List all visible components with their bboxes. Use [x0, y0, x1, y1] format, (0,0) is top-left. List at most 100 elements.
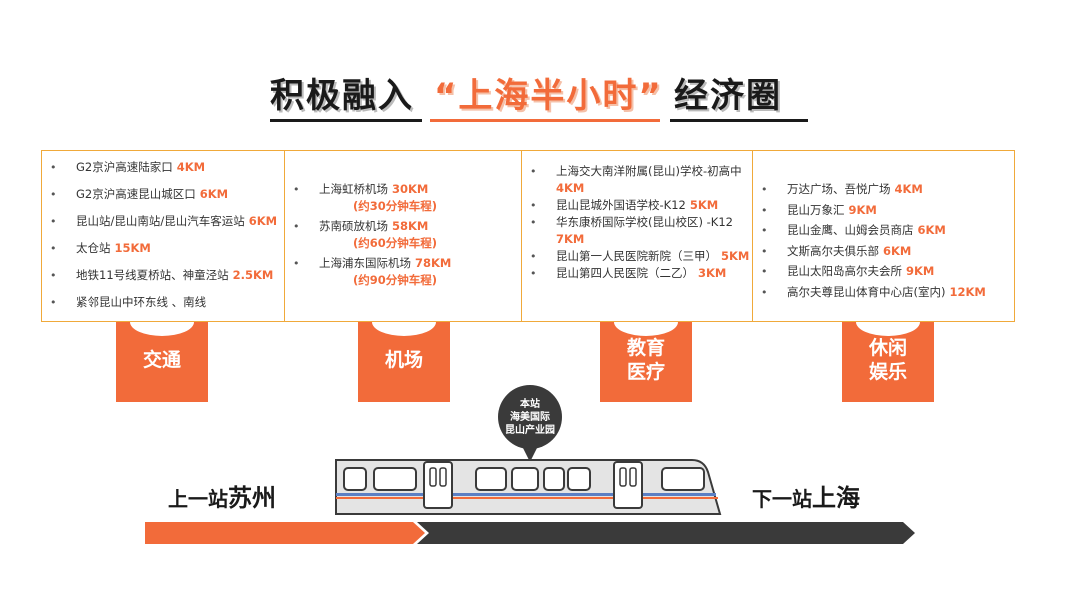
item-distance: 9KM	[906, 264, 935, 278]
education-medical-list: 上海交大南洋附属(昆山)学校-初高中4KM昆山昆城外国语学校-K125KM华东康…	[522, 151, 752, 282]
item-text: 苏南硕放机场	[319, 219, 388, 233]
list-item-note: (约90分钟车程)	[285, 272, 521, 289]
item-distance: 7KM	[556, 232, 585, 246]
list-item: 上海虹桥机场 30KM	[285, 181, 521, 198]
list-item-note: (约60分钟车程)	[285, 235, 521, 252]
item-distance: 6KM	[248, 214, 278, 228]
item-distance: 2.5KM	[232, 268, 274, 282]
title-part-3: 经济圈	[674, 76, 782, 116]
column-airport: 上海虹桥机场 30KM (约30分钟车程) 苏南硕放机场 58KM (约60分钟车程) 上海…	[284, 151, 521, 321]
list-item: 华东康桥国际学校(昆山校区) -K12	[522, 214, 752, 231]
prev-station: 上一站苏州	[168, 478, 276, 513]
item-distance: 4KM	[894, 182, 923, 196]
item-travel-time: (约90分钟车程)	[353, 273, 438, 287]
column-education-medical: 上海交大南洋附属(昆山)学校-初高中4KM昆山昆城外国语学校-K125KM华东康…	[521, 151, 752, 321]
list-item: 紧邻昆山中环东线 、南线	[42, 294, 284, 311]
prev-station-prefix: 上一站	[168, 487, 228, 511]
pin-line-2: 海美国际	[510, 412, 550, 423]
item-text: 昆山太阳岛高尔夫会所	[787, 264, 902, 278]
item-text: 昆山第四人民医院（二乙）	[556, 266, 694, 280]
item-text: 昆山站/昆山南站/昆山汽车客运站	[76, 214, 245, 228]
item-distance: 9KM	[848, 202, 877, 217]
page-title: 积极融入 “上海半小时” 经济圈	[270, 76, 810, 122]
item-distance: 6KM	[883, 243, 912, 258]
item-text: 高尔夫尊昆山体育中心店(室内)	[787, 284, 946, 299]
list-item: 上海浦东国际机场 78KM	[285, 255, 521, 272]
next-station-name: 上海	[812, 484, 860, 512]
next-station-prefix: 下一站	[752, 487, 812, 511]
list-item: 昆山第四人民医院（二乙） 3KM	[522, 265, 752, 282]
tab-transport: 交通	[116, 322, 208, 402]
list-item: 上海交大南洋附属(昆山)学校-初高中	[522, 163, 752, 180]
tab-medical-label: 医疗	[626, 361, 665, 383]
airport-list: 上海虹桥机场 30KM (约30分钟车程) 苏南硕放机场 58KM (约60分钟车程) 上海…	[285, 151, 521, 289]
tab-education-medical: 教育 医疗	[600, 322, 692, 402]
item-text: 上海交大南洋附属(昆山)学校-初高中	[556, 164, 742, 178]
tab-education-label: 教育	[626, 337, 665, 359]
item-distance: 15KM	[114, 241, 151, 255]
list-item: 昆山太阳岛高尔夫会所 9KM	[753, 263, 1014, 280]
leisure-list: 万达广场、吾悦广场4KM昆山万象汇9KM昆山金鹰、山姆会员商店6KM文斯高尔夫俱…	[753, 151, 1014, 301]
next-station: 下一站上海	[752, 478, 860, 513]
tab-leisure: 休闲 娱乐	[842, 322, 934, 402]
pin-line-3: 昆山产业园	[505, 425, 555, 436]
item-distance: 58KM	[392, 219, 429, 233]
info-panel: G2京沪高速陆家口4KMG2京沪高速昆山城区口6KM昆山站/昆山南站/昆山汽车客…	[41, 150, 1015, 322]
item-travel-time: (约30分钟车程)	[353, 199, 438, 213]
item-text: 文斯高尔夫俱乐部	[787, 243, 879, 258]
item-distance: 30KM	[392, 182, 429, 196]
list-item-note: (约30分钟车程)	[285, 198, 521, 215]
item-distance: 4KM	[176, 160, 206, 174]
list-item: 苏南硕放机场 58KM	[285, 218, 521, 235]
tab-transport-label: 交通	[142, 349, 181, 371]
item-text: G2京沪高速陆家口	[76, 160, 173, 174]
item-distance: 3KM	[698, 266, 727, 280]
title-part-2: “上海半小时”	[434, 76, 663, 116]
tab-leisure-label: 休闲	[868, 337, 907, 359]
list-item: 文斯高尔夫俱乐部 6KM	[753, 243, 1014, 260]
pin-line-1: 本站	[520, 399, 540, 410]
item-distance: 6KM	[917, 223, 946, 237]
list-item: 昆山第一人民医院新院（三甲） 5KM	[522, 248, 752, 265]
title-part-1: 积极融入	[270, 76, 414, 116]
item-distance: 5KM	[689, 198, 719, 212]
location-pin-icon: 本站 海美国际 昆山产业园	[497, 384, 563, 462]
item-text: 昆山万象汇	[787, 202, 845, 217]
train-icon	[332, 452, 722, 522]
item-text: G2京沪高速昆山城区口	[76, 187, 196, 201]
tab-entertainment-label: 娱乐	[868, 361, 907, 383]
item-text: 万达广场、吾悦广场	[787, 182, 891, 196]
item-text: 地铁11号线夏桥站、神童泾站	[76, 268, 229, 282]
item-text: 上海虹桥机场	[319, 182, 388, 196]
tab-airport-label: 机场	[384, 349, 423, 371]
item-text: 昆山昆城外国语学校-K12	[556, 198, 686, 212]
item-distance: 12KM	[949, 284, 986, 299]
item-text: 昆山第一人民医院新院（三甲）	[556, 249, 717, 263]
list-item-continuation: 7KM	[522, 231, 752, 248]
item-text: 紧邻昆山中环东线 、南线	[76, 295, 207, 309]
track-arrow-icon	[145, 522, 915, 544]
item-distance: 6KM	[199, 187, 229, 201]
item-text: 太仓站	[76, 241, 111, 255]
item-text: 华东康桥国际学校(昆山校区) -K12	[556, 215, 733, 229]
item-text: 昆山金鹰、山姆会员商店	[787, 223, 914, 237]
item-text: 上海浦东国际机场	[319, 256, 411, 270]
column-transport: G2京沪高速陆家口4KMG2京沪高速昆山城区口6KM昆山站/昆山南站/昆山汽车客…	[42, 151, 284, 321]
column-leisure: 万达广场、吾悦广场4KM昆山万象汇9KM昆山金鹰、山姆会员商店6KM文斯高尔夫俱…	[752, 151, 1014, 321]
list-item: 高尔夫尊昆山体育中心店(室内)12KM	[753, 284, 1014, 301]
item-distance: 5KM	[721, 249, 750, 263]
item-travel-time: (约60分钟车程)	[353, 236, 438, 250]
list-item-continuation: 4KM	[522, 180, 752, 197]
tab-airport: 机场	[358, 322, 450, 402]
item-distance: 78KM	[415, 256, 452, 270]
title-underline-left	[270, 119, 422, 122]
